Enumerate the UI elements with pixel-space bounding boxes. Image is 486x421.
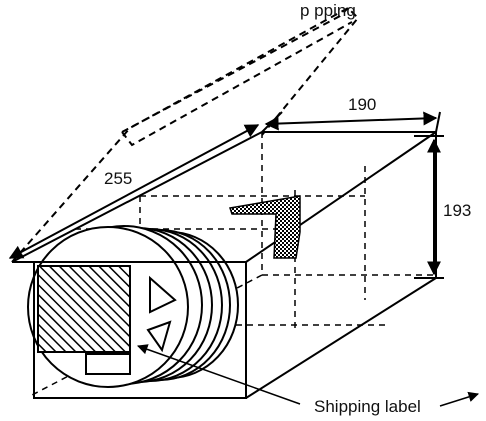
dimension-height-label: 193 [443,201,471,220]
shipping-label-text: Shipping label [314,397,421,416]
shipping-label-leader [137,344,480,407]
lid-flap [11,6,360,263]
shipping-label-rect [85,353,131,375]
dimension-width [261,111,441,133]
box-side-face [245,132,437,399]
top-cut-text: p pping [300,1,356,20]
box-front-face [33,261,247,399]
dimension-width-label: 190 [348,95,376,114]
dimension-length-label: 255 [104,169,132,188]
dimension-height [414,135,444,279]
disc-cutouts [146,275,177,353]
hatched-panel [37,265,131,353]
dimension-length [8,124,260,259]
